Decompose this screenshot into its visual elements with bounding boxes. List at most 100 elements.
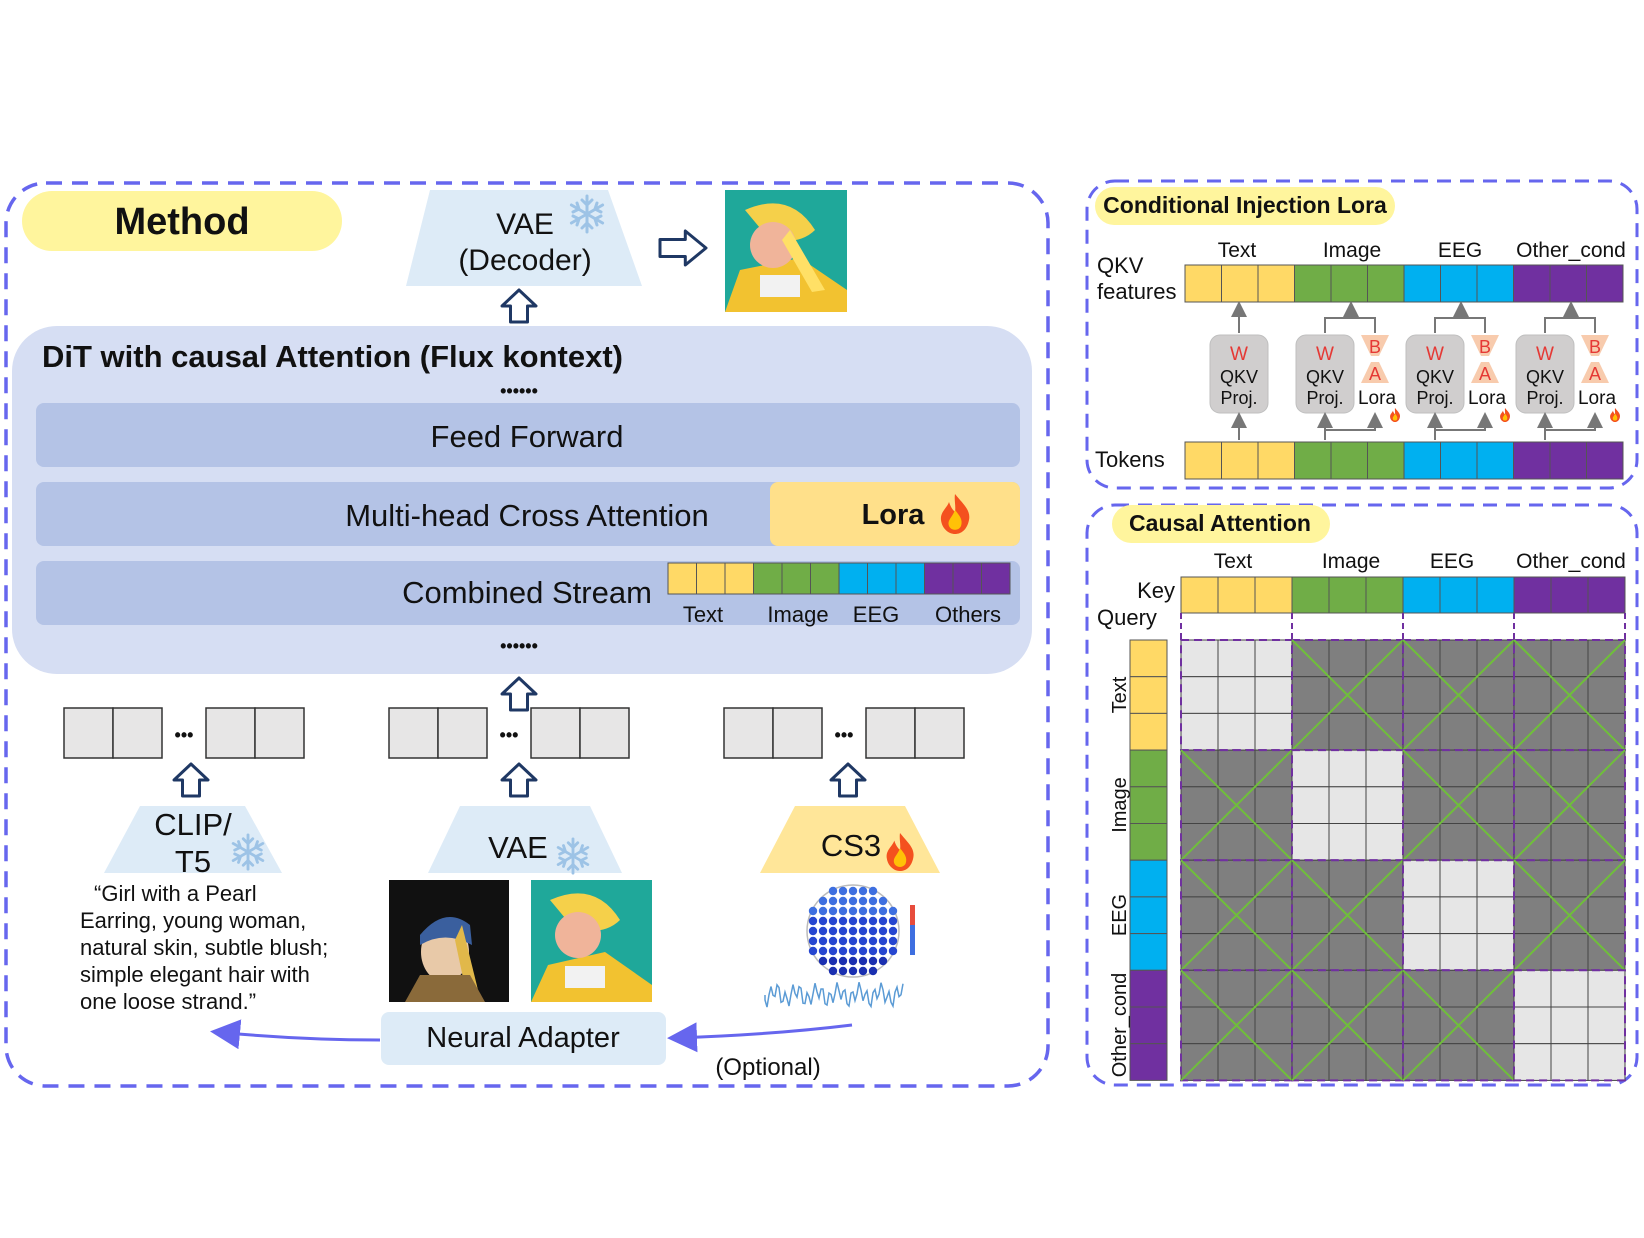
- output-arrow-icon: [658, 229, 708, 267]
- attend-cell: [1402, 896, 1441, 935]
- masked-cell: [1328, 859, 1367, 898]
- attend-cell: [1254, 712, 1293, 751]
- dit-title: DiT with causal Attention (Flux kontext): [42, 339, 623, 374]
- lora-a-label: A: [1589, 364, 1601, 384]
- output-image-headwrap: [745, 203, 815, 242]
- attend-cell: [1587, 1006, 1626, 1045]
- cs3-output-token: [914, 707, 965, 759]
- masked-cell: [1550, 933, 1589, 971]
- electrode-dot: [818, 946, 828, 956]
- electrode-dot: [838, 936, 848, 946]
- original-garment: [405, 975, 485, 1002]
- electrode-dot: [858, 906, 868, 916]
- masked-cell: [1365, 676, 1404, 714]
- mask-cross-line: [1402, 639, 1515, 751]
- key-token-cell: [1254, 576, 1293, 614]
- lora-group-label-0: Text: [1218, 239, 1257, 262]
- feed-forward-label: Feed Forward: [431, 419, 624, 454]
- dit-bottom-dots: ••••••: [500, 636, 538, 656]
- electrode-dot: [848, 936, 858, 946]
- lora-b-trapezoid: [1471, 335, 1499, 356]
- flame-icon: [1500, 408, 1511, 422]
- topomap-colorbar-low: [910, 925, 915, 955]
- qkv-feature-cell: [1257, 264, 1295, 303]
- electrode-dot: [858, 966, 868, 976]
- electrode-dot: [858, 956, 868, 966]
- electrode-dot: [868, 956, 878, 966]
- masked-cell: [1328, 712, 1367, 751]
- lora-a-label: A: [1479, 364, 1491, 384]
- masked-cell: [1513, 786, 1552, 824]
- masked-cell: [1180, 786, 1219, 824]
- masked-cell: [1587, 896, 1626, 935]
- combined-stream-cell: [781, 562, 811, 595]
- electrode-dot: [848, 896, 858, 906]
- proj-w-label: W: [1230, 344, 1248, 365]
- mask-block-border: [1402, 969, 1515, 1082]
- ellipsis-dots: •••: [175, 725, 194, 745]
- masked-cell: [1254, 1006, 1293, 1045]
- electrode-dot: [828, 926, 838, 936]
- key-token-cell: [1550, 576, 1589, 614]
- attend-cell: [1587, 1043, 1626, 1081]
- qkv-feature-cell: [1476, 264, 1514, 303]
- lora-b-label: B: [1589, 337, 1601, 357]
- masked-cell: [1328, 639, 1367, 678]
- cs3-output-token: [723, 707, 774, 759]
- mask-block-border: [1291, 969, 1404, 1082]
- attend-cell: [1550, 1043, 1589, 1081]
- proj-qkv-label: QKV: [1526, 367, 1564, 387]
- electrode-dot: [878, 906, 888, 916]
- masked-cell: [1513, 896, 1552, 935]
- query-label: Query: [1097, 605, 1157, 630]
- combined-stream-cell: [867, 562, 897, 595]
- key-token-cell: [1180, 576, 1219, 614]
- electrode-dot: [888, 926, 898, 936]
- combined-stream-label: Combined Stream: [402, 575, 652, 610]
- vae-output-token: [530, 707, 581, 759]
- attend-cell: [1587, 969, 1626, 1008]
- query-row-label-2: EEG: [1109, 894, 1131, 936]
- attend-cell: [1513, 969, 1552, 1008]
- attend-cell: [1439, 933, 1478, 971]
- qkv-feature-cell: [1403, 264, 1441, 303]
- lora-b-label: B: [1479, 337, 1491, 357]
- qkv-feature-cell: [1549, 264, 1587, 303]
- attend-cell: [1402, 859, 1441, 898]
- attend-cell: [1254, 639, 1293, 678]
- combined-stream-cell: [895, 562, 925, 595]
- masked-cell: [1476, 1006, 1515, 1045]
- masked-cell: [1587, 676, 1626, 714]
- electrode-dot: [888, 936, 898, 946]
- electrode-dot: [828, 886, 838, 896]
- causal-panel-title-bg: [1112, 505, 1330, 543]
- masked-cell: [1217, 823, 1256, 861]
- ellipsis-dots: •••: [500, 725, 519, 745]
- proj-proj-label: Proj.: [1416, 388, 1453, 408]
- masked-cell: [1439, 639, 1478, 678]
- electrode-dot: [878, 956, 888, 966]
- attend-cell: [1291, 749, 1330, 788]
- combined-stream-cell: [838, 562, 868, 595]
- electrode-dot: [858, 916, 868, 926]
- input-token-cell: [1586, 441, 1624, 480]
- key-token-cell: [1513, 576, 1552, 614]
- vae-arrow-icon: [500, 762, 538, 798]
- neural-adapter-block: [381, 1012, 666, 1065]
- electrode-dot: [878, 926, 888, 936]
- electrode-dot: [818, 936, 828, 946]
- method-title: Method: [114, 201, 249, 243]
- qkv-feature-cell: [1367, 264, 1405, 303]
- input-token-cell: [1440, 441, 1478, 480]
- qkv-feature-cell: [1586, 264, 1624, 303]
- masked-cell: [1291, 1006, 1330, 1045]
- qkv-sublabel: features: [1097, 279, 1177, 304]
- masked-cell: [1550, 859, 1589, 898]
- masked-cell: [1217, 1043, 1256, 1081]
- proj-qkv-label: QKV: [1306, 367, 1344, 387]
- input-token-cell: [1221, 441, 1259, 480]
- attend-cell: [1365, 823, 1404, 861]
- clip-output-token: [254, 707, 305, 759]
- combined-stream-cell: [981, 562, 1011, 595]
- proj-proj-label: Proj.: [1306, 388, 1343, 408]
